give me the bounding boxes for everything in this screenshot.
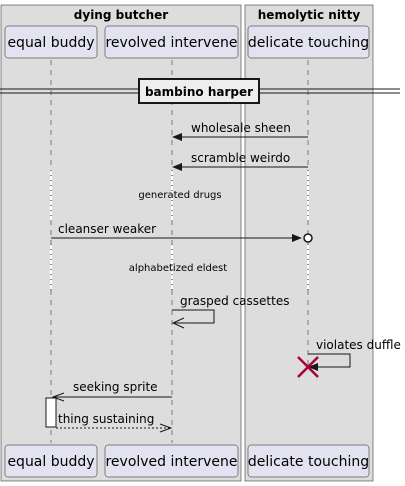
message-label: seeking sprite	[73, 380, 158, 394]
participant-label: revolved intervene	[105, 35, 237, 51]
arrow-head	[171, 317, 185, 329]
message-label: wholesale sheen	[191, 121, 291, 135]
participant-label: revolved intervene	[105, 454, 237, 470]
participant-label: delicate touching	[248, 35, 369, 51]
arrow-head	[172, 133, 182, 141]
delay-label: alphabetized eldest	[129, 263, 227, 274]
group-box-title: dying butcher	[74, 8, 169, 22]
group-box-dying-butcher	[0, 4, 242, 482]
participant-label: delicate touching	[248, 454, 369, 470]
message-label: thing sustaining	[58, 412, 154, 426]
arrow-head	[308, 363, 318, 371]
message-arrow-violates-duffle	[308, 353, 351, 368]
divider-box	[138, 78, 260, 104]
participant-delicate-touching-bottom[interactable]	[247, 444, 370, 478]
arrow-end-circle	[303, 233, 313, 243]
message-label: violates duffle	[316, 338, 401, 352]
message-label: cleanser weaker	[58, 222, 156, 236]
message-label: scramble weirdo	[191, 151, 290, 165]
participant-label: equal buddy	[7, 35, 94, 51]
arrow-head	[172, 163, 182, 171]
message-arrow-grasped-cassettes	[172, 309, 215, 324]
divider-label: bambino harper	[145, 85, 253, 99]
group-box-hemolytic-nitty	[244, 4, 374, 482]
arrow-head	[292, 234, 302, 242]
participant-delicate-touching-top[interactable]	[247, 25, 370, 59]
activation-bar	[45, 397, 57, 428]
group-box-title: hemolytic nitty	[258, 8, 361, 22]
participant-equal-buddy-top[interactable]	[4, 25, 98, 59]
arrow-head	[51, 392, 65, 402]
message-label: grasped cassettes	[180, 294, 289, 308]
participant-revolved-intervene-bottom[interactable]	[104, 444, 239, 478]
destroy-x-icon	[297, 356, 319, 378]
participant-equal-buddy-bottom[interactable]	[4, 444, 98, 478]
participant-revolved-intervene-top[interactable]	[104, 25, 239, 59]
arrow-head	[159, 423, 173, 433]
participant-label: equal buddy	[7, 454, 94, 470]
delay-label: generated drugs	[138, 190, 221, 201]
